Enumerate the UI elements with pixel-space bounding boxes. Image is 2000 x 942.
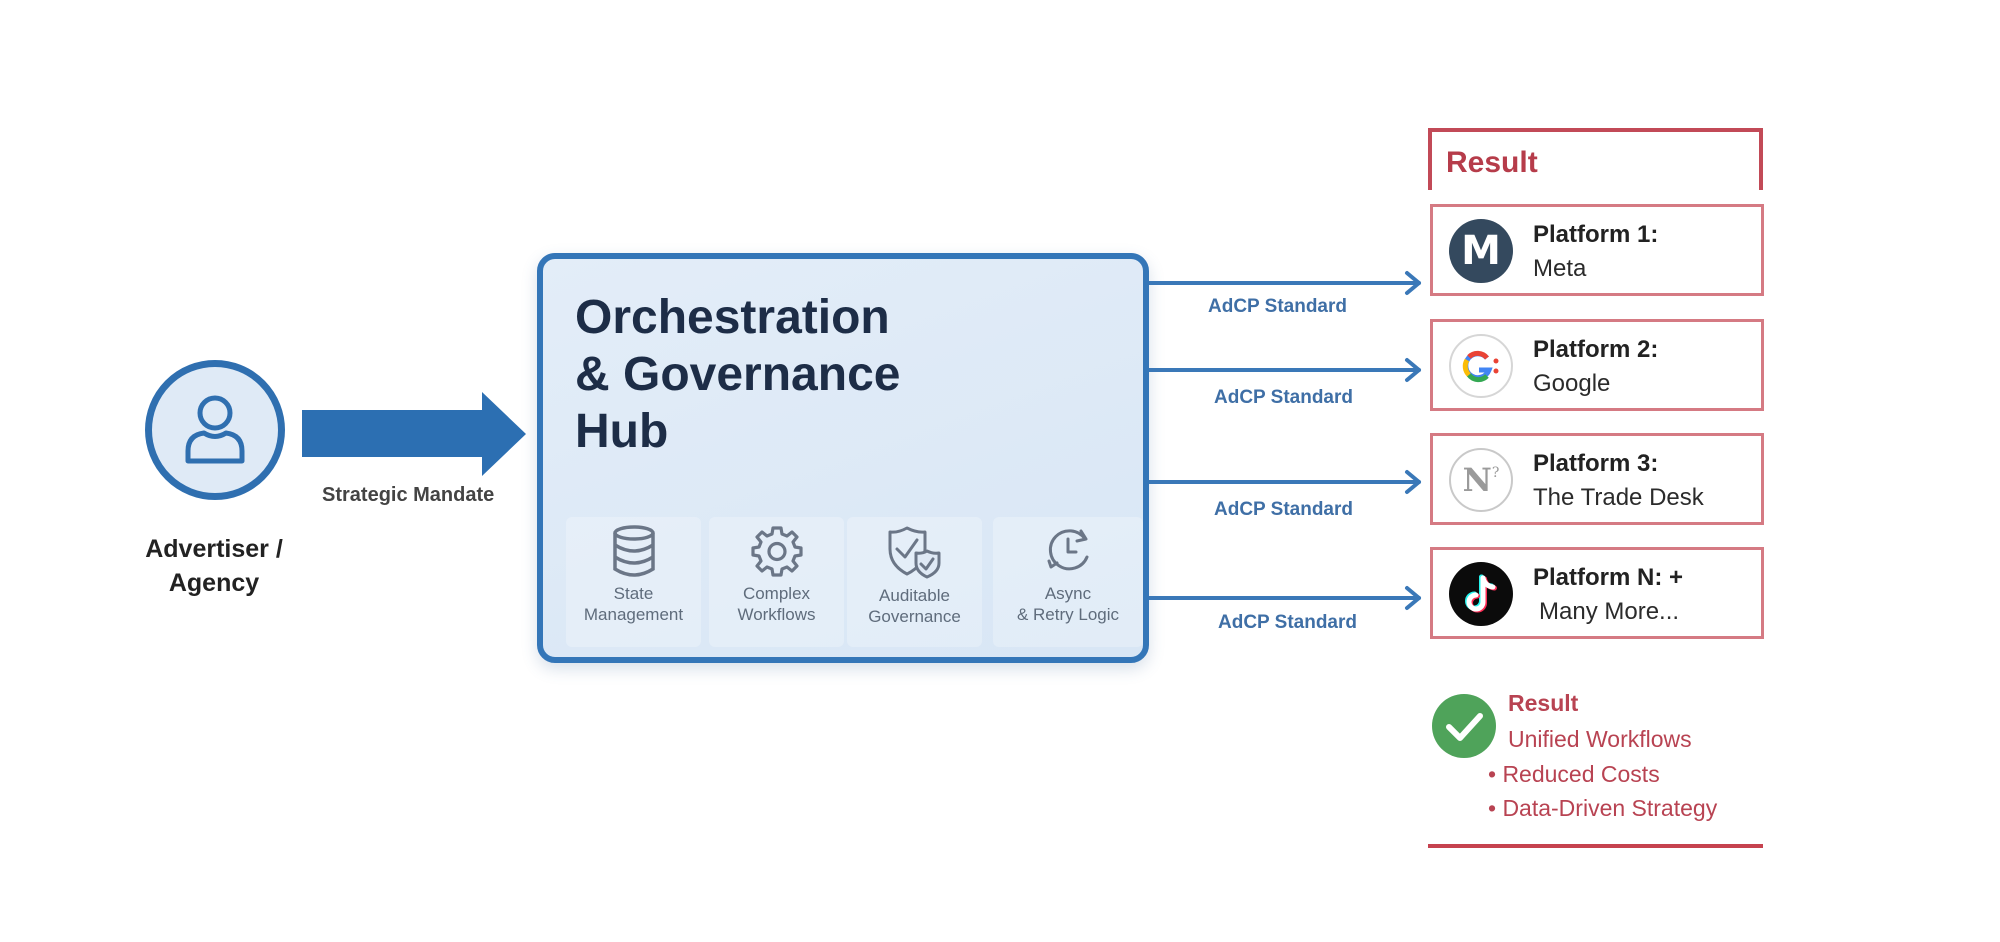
hub-title-line3: Hub <box>575 405 669 458</box>
platform-title: Platform 3: <box>1533 450 1659 477</box>
trade-desk-logo: N? <box>1449 448 1513 512</box>
feature-label-line2: Governance <box>868 607 961 626</box>
adcp-label-4: AdCP Standard <box>1218 612 1358 633</box>
platform-title: Platform 2: <box>1533 336 1659 363</box>
advertiser-avatar <box>145 360 285 500</box>
adcp-arrow-2 <box>1149 358 1421 382</box>
feature-label-line1: Async <box>1044 584 1092 603</box>
actor-label: Advertiser / Agency <box>114 532 314 600</box>
database-icon <box>612 525 655 577</box>
platform-name: Google <box>1533 370 1611 397</box>
platform-card-trade-desk: N? Platform 3: The Trade Desk <box>1430 433 1764 525</box>
result-header-title: Result <box>1446 146 1538 179</box>
orchestration-hub: Orchestration & Governance Hub State Man… <box>537 253 1149 663</box>
adcp-arrow-4 <box>1149 586 1421 610</box>
feature-state-management: State Management <box>566 517 701 647</box>
clock-refresh-icon <box>1047 529 1089 571</box>
hub-title: Orchestration & Governance Hub <box>575 289 900 460</box>
platform-card-google: Platform 2: Google <box>1430 319 1764 411</box>
check-circle-icon <box>1432 694 1496 758</box>
feature-label-line2: & Retry Logic <box>1016 605 1120 624</box>
adcp-arrow-1 <box>1149 271 1421 295</box>
platform-name: The Trade Desk <box>1533 484 1704 511</box>
tiktok-logo <box>1449 562 1513 626</box>
feature-label-line1: State <box>613 584 654 603</box>
meta-m-logo: M <box>1449 219 1513 283</box>
platform-title: Platform N: + <box>1533 564 1684 591</box>
feature-label-line1: Complex <box>742 584 811 603</box>
feature-label-line2: Management <box>583 605 684 624</box>
strategic-mandate-label: Strategic Mandate <box>322 484 495 506</box>
google-g-logo <box>1449 334 1513 398</box>
result-item: Unified Workflows <box>1508 726 1692 752</box>
result-divider <box>1428 844 1763 848</box>
adcp-label-3: AdCP Standard <box>1214 499 1354 520</box>
result-item: • Data-Driven Strategy <box>1488 795 1718 821</box>
adcp-arrow-3 <box>1149 470 1421 494</box>
result-header: Result <box>1428 128 1763 190</box>
feature-label-line1: Auditable <box>879 586 950 605</box>
platform-card-meta: M Platform 1: Meta <box>1430 204 1764 296</box>
actor-label-line1: Advertiser / <box>145 535 283 563</box>
adcp-label-1: AdCP Standard <box>1208 296 1348 317</box>
actor-label-line2: Agency <box>168 569 260 597</box>
result-item: • Reduced Costs <box>1488 761 1660 787</box>
platform-name: Meta <box>1533 255 1587 282</box>
feature-auditable-governance: Auditable Governance <box>847 517 982 647</box>
hub-title-line1: Orchestration <box>575 291 890 344</box>
gear-icon <box>750 526 803 577</box>
platform-card-many-more: Platform N: + Many More... <box>1430 547 1764 639</box>
strategic-mandate-arrow <box>302 392 526 476</box>
adcp-label-2: AdCP Standard <box>1214 387 1354 408</box>
adcp-connections <box>1149 271 1421 610</box>
feature-label-line2: Workflows <box>737 605 816 624</box>
feature-async-retry: Async & Retry Logic <box>993 517 1143 647</box>
feature-complex-workflows: Complex Workflows <box>709 517 844 647</box>
shield-check-icon <box>888 526 940 579</box>
platform-name: Many More... <box>1539 598 1680 625</box>
person-icon <box>185 395 245 464</box>
result-summary-title: Result <box>1508 690 1579 716</box>
hub-title-line2: & Governance <box>575 348 901 401</box>
platform-title: Platform 1: <box>1533 221 1659 248</box>
